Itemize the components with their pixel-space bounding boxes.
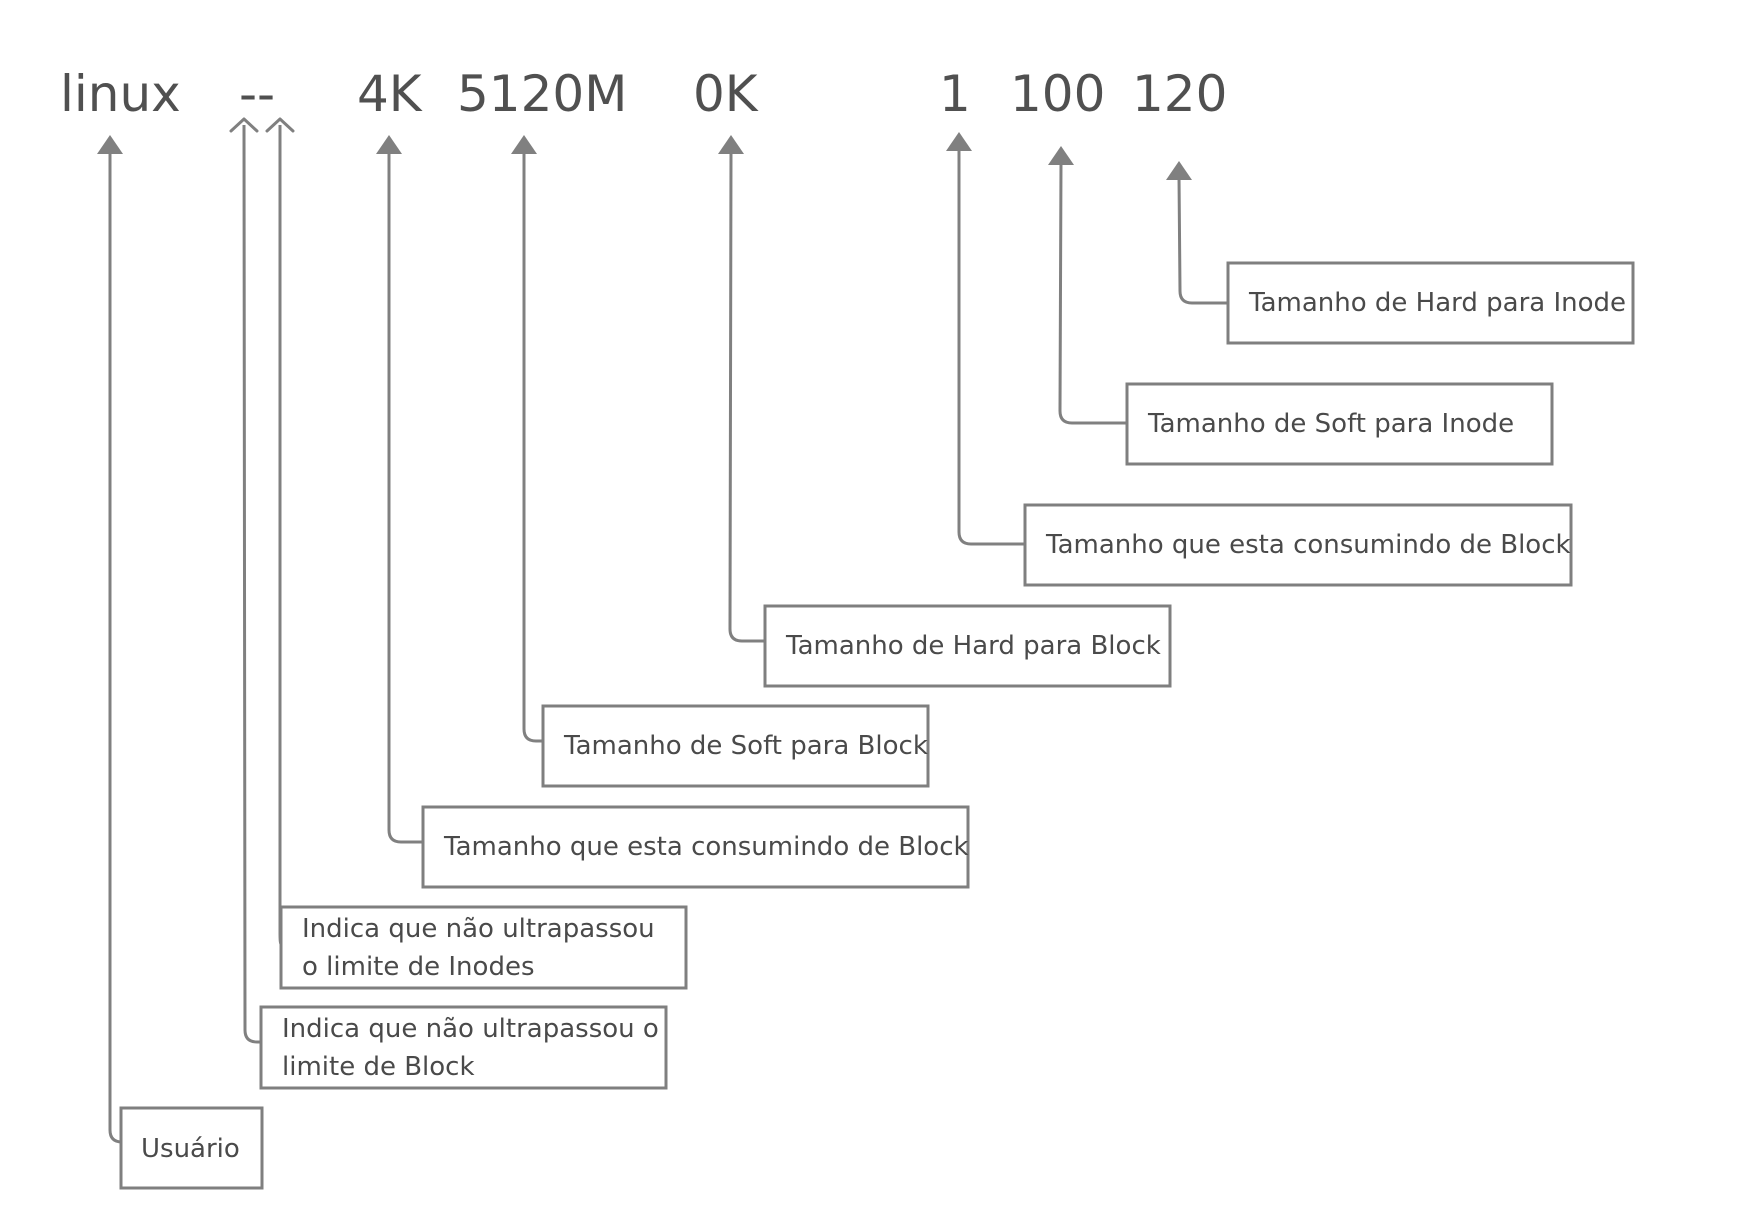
- token-user: linux: [60, 65, 181, 123]
- arrow-up-icon: [511, 135, 537, 154]
- token-block-used: 4K: [357, 65, 423, 123]
- open-arrow-up-icon: [265, 117, 295, 133]
- arrow-up-icon: [946, 132, 972, 151]
- label-inode-used-text: Tamanho que esta consumindo de Block: [1045, 530, 1571, 560]
- label-block-hard: Tamanho de Hard para Block: [763, 604, 1172, 688]
- label-inode-soft: Tamanho de Soft para Inode: [1125, 382, 1554, 466]
- token-inode-used: 1: [939, 65, 971, 123]
- connector-inode-soft: [1058, 160, 1127, 425]
- arrow-up-icon: [718, 135, 744, 154]
- connector-inode-flag: [278, 125, 283, 946]
- token-inode-hard: 120: [1132, 65, 1227, 123]
- label-inode-used: Tamanho que esta consumindo de Block: [1023, 503, 1573, 587]
- token-block-soft: 5120M: [457, 65, 627, 123]
- arrow-up-icon: [376, 135, 402, 154]
- label-inode-hard: Tamanho de Hard para Inode: [1226, 261, 1635, 345]
- token-block-hard: 0K: [693, 65, 759, 123]
- label-inode-flag-line2: o limite de Inodes: [302, 952, 535, 982]
- token-inode-soft: 100: [1010, 65, 1105, 123]
- arrow-up-icon: [97, 135, 123, 154]
- label-user-text: Usuário: [141, 1134, 240, 1164]
- label-block-used: Tamanho que esta consumindo de Block: [421, 805, 970, 889]
- label-block-flag-line1: Indica que não ultrapassou o: [282, 1014, 659, 1044]
- label-block-soft: Tamanho de Soft para Block: [541, 704, 930, 788]
- label-user: Usuário: [119, 1106, 264, 1190]
- connector-block-used: [387, 150, 423, 844]
- label-block-hard-text: Tamanho de Hard para Block: [785, 631, 1161, 661]
- arrow-up-icon: [1166, 161, 1192, 180]
- label-inode-flag: Indica que não ultrapassou o limite de I…: [279, 905, 688, 990]
- connector-block-hard: [728, 149, 765, 643]
- label-inode-flag-line1: Indica que não ultrapassou: [302, 914, 655, 944]
- arrow-up-icon: [1048, 146, 1074, 165]
- label-block-flag: Indica que não ultrapassou o limite de B…: [259, 1005, 668, 1090]
- token-flags: --: [239, 65, 275, 123]
- connector-block-flag: [242, 124, 261, 1044]
- open-arrow-up-icon: [229, 117, 259, 133]
- label-inode-hard-text: Tamanho de Hard para Inode: [1248, 288, 1626, 318]
- connector-inode-used: [957, 147, 1025, 546]
- label-block-used-text: Tamanho que esta consumindo de Block: [443, 832, 969, 862]
- connector-user: [108, 150, 123, 1144]
- label-block-soft-text: Tamanho de Soft para Block: [563, 731, 928, 761]
- label-block-flag-line2: limite de Block: [282, 1052, 475, 1082]
- label-inode-soft-text: Tamanho de Soft para Inode: [1147, 409, 1514, 439]
- connector-inode-hard: [1177, 175, 1228, 305]
- connector-block-soft: [522, 150, 543, 743]
